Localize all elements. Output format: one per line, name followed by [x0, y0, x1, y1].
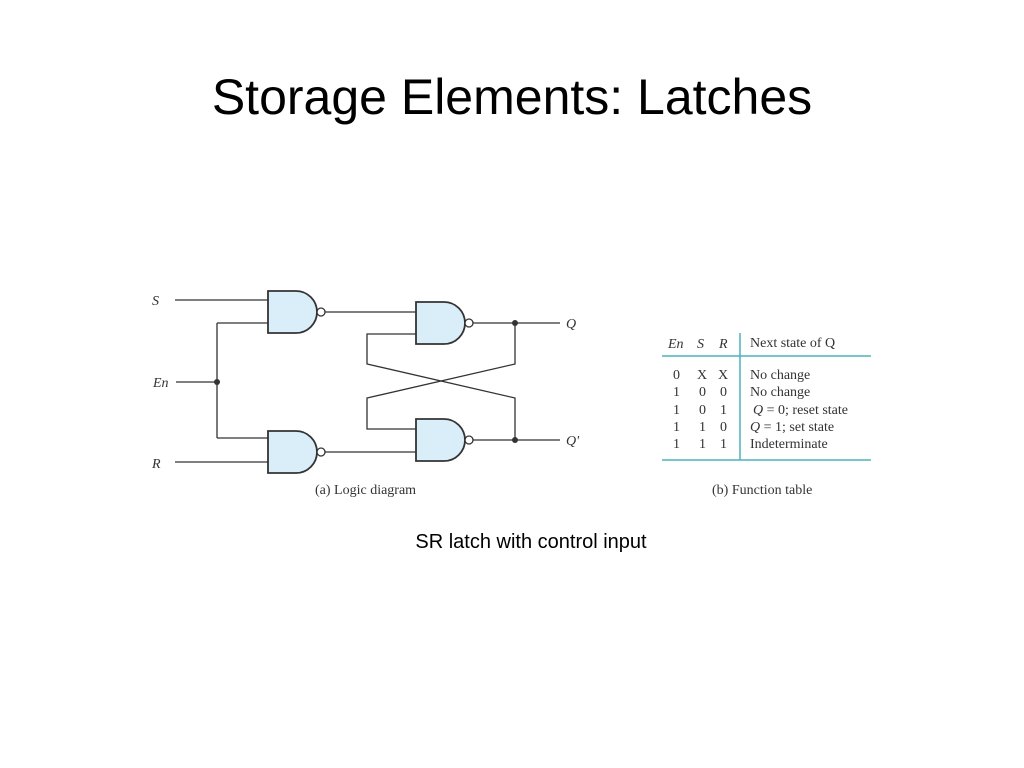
- nand-gate-s: [267, 290, 318, 334]
- state-description: = 0; reset state: [763, 403, 848, 418]
- table-cell-r: 1: [720, 437, 727, 452]
- function-table-caption: (b) Function table: [712, 483, 812, 498]
- table-cell-s: 1: [699, 437, 706, 452]
- nand-gate-q-prime: [415, 418, 466, 462]
- inverter-bubble-r: [316, 447, 326, 457]
- slide-title: Storage Elements: Latches: [211, 69, 813, 125]
- table-cell-s: 0: [699, 403, 706, 418]
- inverter-bubble-q-prime: [464, 435, 474, 445]
- function-table: En S R Next state of Q 0 X X No change 1…: [662, 333, 871, 498]
- nand-gate-r: [267, 430, 318, 474]
- slide-caption: SR latch with control input: [415, 531, 647, 553]
- input-label-s: S: [152, 294, 159, 309]
- table-cell-en: 1: [673, 437, 680, 452]
- table-header-r: R: [718, 337, 728, 352]
- feedback-q-prime-to-gate3: [366, 333, 516, 440]
- output-label-q: Q: [566, 317, 576, 332]
- output-label-q-prime: Q': [566, 434, 580, 449]
- q-variable: Q: [753, 403, 763, 418]
- table-cell-next-state: Q = 0; reset state: [753, 403, 848, 418]
- table-cell-next-state: Q = 1; set state: [750, 420, 834, 435]
- nand-gate-q: [415, 301, 466, 345]
- table-cell-r: 1: [720, 403, 727, 418]
- inverter-bubble-q: [464, 318, 474, 328]
- logic-diagram-caption: (a) Logic diagram: [315, 483, 416, 498]
- table-header-s: S: [697, 337, 704, 352]
- table-cell-s: 0: [699, 385, 706, 400]
- inverter-bubble-s: [316, 307, 326, 317]
- table-cell-en: 1: [673, 385, 680, 400]
- table-row: 1 1 1 Indeterminate: [673, 437, 828, 452]
- table-row: 1 1 0 Q = 1; set state: [673, 420, 834, 435]
- table-row: 1 0 0 No change: [673, 385, 810, 400]
- table-cell-en: 1: [673, 420, 680, 435]
- table-cell-r: 0: [720, 420, 727, 435]
- junction-dot-en: [214, 379, 220, 385]
- table-cell-next-state: Indeterminate: [750, 437, 828, 452]
- state-description: = 1; set state: [760, 420, 834, 435]
- table-header-next-state: Next state of Q: [750, 336, 835, 351]
- table-cell-next-state: No change: [750, 368, 810, 383]
- table-header-en: En: [667, 337, 684, 352]
- table-cell-s: X: [697, 368, 707, 383]
- input-label-en: En: [152, 376, 169, 391]
- table-cell-s: 1: [699, 420, 706, 435]
- table-row: 1 0 1 Q = 0; reset state: [673, 403, 848, 418]
- feedback-q-to-gate4: [366, 323, 516, 430]
- table-cell-en: 1: [673, 403, 680, 418]
- logic-diagram: S En R Q Q: [151, 290, 580, 498]
- table-cell-r: 0: [720, 385, 727, 400]
- table-cell-next-state: No change: [750, 385, 810, 400]
- input-label-r: R: [151, 457, 161, 472]
- table-cell-en: 0: [673, 368, 680, 383]
- q-variable: Q: [750, 420, 760, 435]
- table-row: 0 X X No change: [673, 368, 810, 383]
- table-cell-r: X: [718, 368, 728, 383]
